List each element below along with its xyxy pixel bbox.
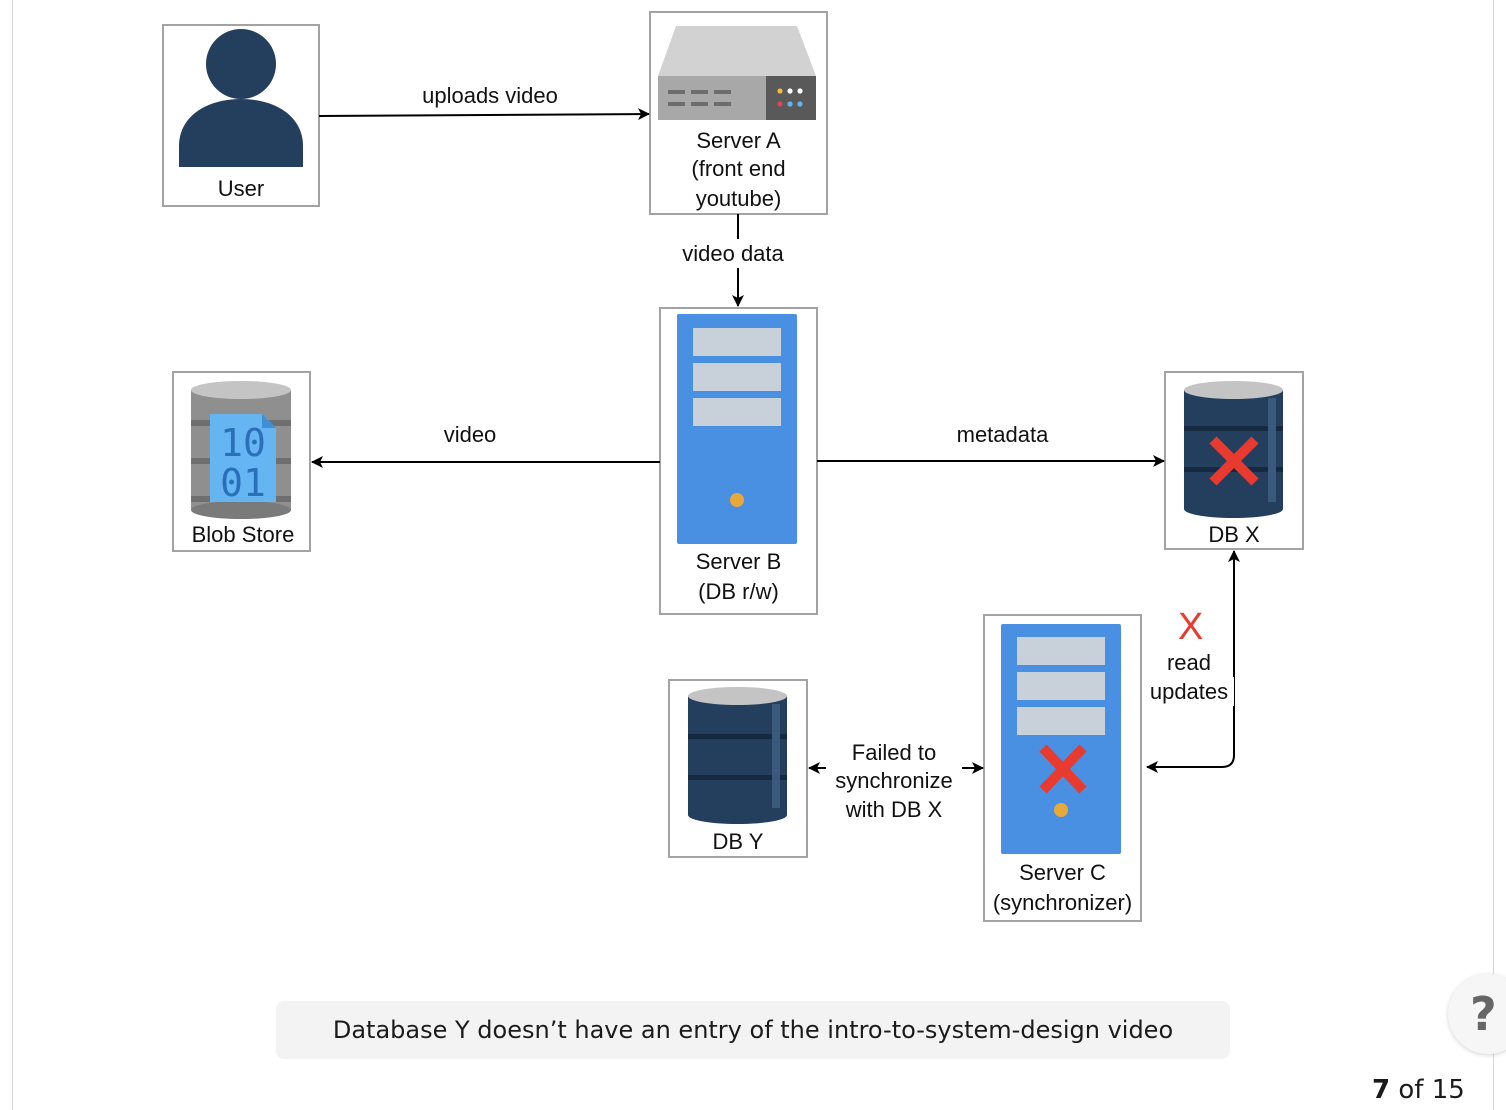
slide-pager: 7 of 15 bbox=[1372, 1075, 1465, 1105]
slide-caption-text: Database Y doesn’t have an entry of the … bbox=[332, 1016, 1174, 1044]
pager-separator: of bbox=[1398, 1075, 1424, 1105]
right-frame-border bbox=[1493, 0, 1494, 1110]
server-a-label-line-3: youtube) bbox=[695, 186, 782, 211]
edge-label-failed-sync-line-2: synchronize bbox=[826, 766, 962, 795]
database-icon bbox=[1184, 381, 1283, 518]
server-a-label-line-2: (front end bbox=[691, 156, 786, 181]
read-failure-mark: X bbox=[1178, 606, 1204, 648]
edge-user-to-server-a bbox=[318, 108, 650, 121]
user-label: User bbox=[217, 176, 265, 201]
edge-label-read-updates-line-2: updates bbox=[1144, 677, 1234, 706]
help-button[interactable]: ? bbox=[1448, 974, 1506, 1054]
server-c-label-line-1: Server C bbox=[1019, 860, 1106, 885]
edge-label-metadata: metadata bbox=[956, 422, 1049, 447]
blob-store-icon: 10 01 bbox=[191, 381, 291, 519]
tower-server-icon bbox=[677, 314, 797, 544]
server-b-label-line-2: (DB r/w) bbox=[698, 579, 779, 604]
blob-store-label: Blob Store bbox=[191, 522, 295, 547]
blob-bits-row-2: 01 bbox=[220, 461, 266, 505]
failure-x-icon bbox=[1209, 436, 1259, 486]
failure-x-icon bbox=[1039, 744, 1087, 794]
edge-label-video-data: video data bbox=[673, 239, 793, 268]
server-b-label-line-1: Server B bbox=[695, 549, 782, 574]
db-x-label: DB X bbox=[1208, 522, 1260, 547]
rack-server-icon bbox=[658, 26, 816, 120]
edge-label-video: video bbox=[443, 422, 497, 447]
database-icon bbox=[688, 687, 787, 824]
db-y-label: DB Y bbox=[712, 829, 764, 854]
edge-label-uploads-video: uploads video bbox=[422, 83, 558, 108]
server-c-label-line-2: (synchronizer) bbox=[992, 890, 1133, 915]
blob-bits-row-1: 10 bbox=[220, 421, 266, 465]
help-icon: ? bbox=[1470, 987, 1497, 1041]
slide-caption: Database Y doesn’t have an entry of the … bbox=[276, 1001, 1230, 1059]
user-icon bbox=[179, 29, 303, 167]
tower-server-icon bbox=[1001, 624, 1121, 854]
server-a-label-line-1: Server A bbox=[696, 128, 781, 153]
edge-label-failed-sync-line-1: Failed to bbox=[826, 738, 962, 767]
edge-label-read-updates-line-1: read bbox=[1166, 650, 1212, 675]
pager-total: 15 bbox=[1431, 1075, 1465, 1105]
pager-current: 7 bbox=[1372, 1075, 1391, 1105]
edge-server-c-to-db-x bbox=[1146, 550, 1240, 773]
left-frame-border bbox=[12, 0, 13, 1110]
edge-label-failed-sync-line-3: with DB X bbox=[826, 795, 962, 824]
